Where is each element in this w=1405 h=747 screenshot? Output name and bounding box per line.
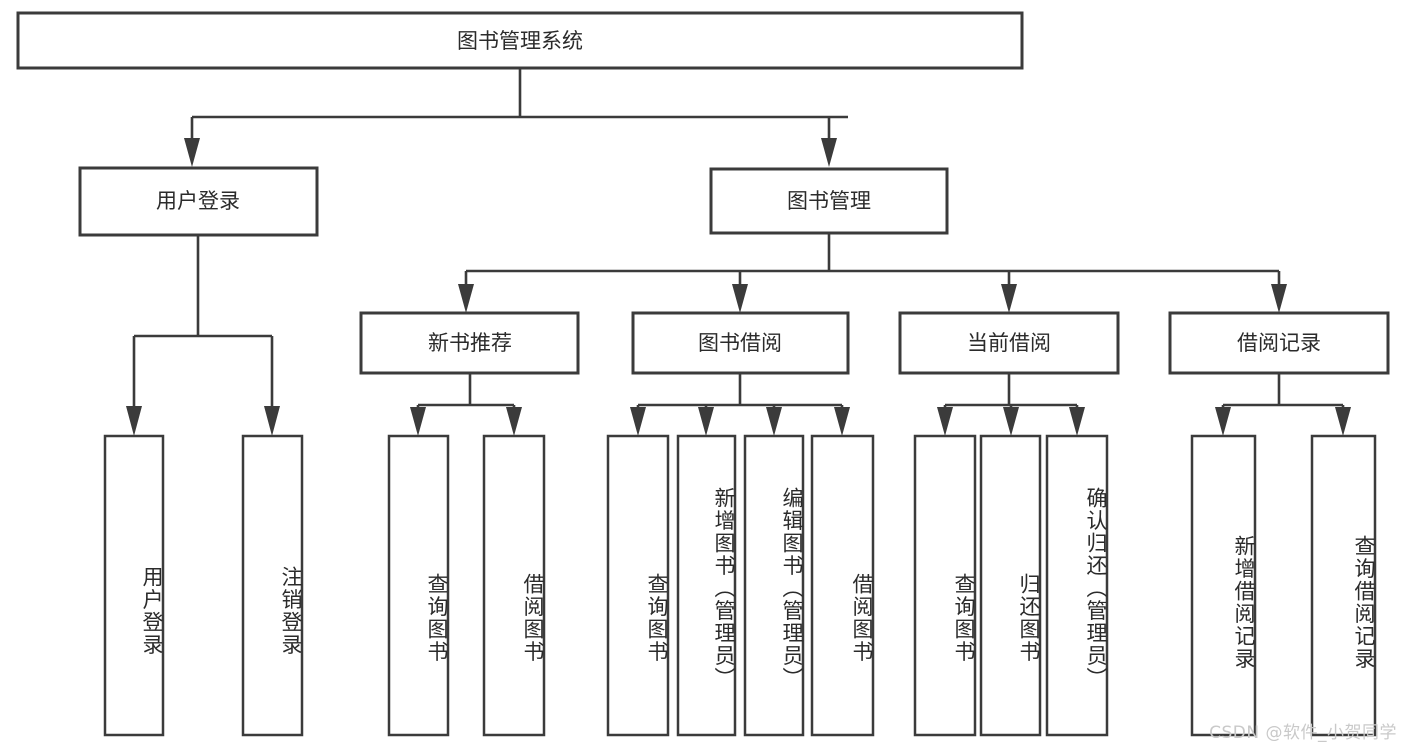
arrow-head-icon bbox=[698, 407, 714, 436]
node-borrow-record-label: 借阅记录 bbox=[1237, 331, 1321, 355]
connector-userlogin-to-leaves bbox=[126, 235, 280, 436]
node-new-book-recommend[interactable]: 新书推荐 bbox=[359, 311, 580, 375]
arrow-head-icon bbox=[1215, 407, 1231, 436]
arrow-head-icon bbox=[264, 406, 280, 436]
arrow-head-icon bbox=[458, 284, 474, 313]
connector-bookborrow-to-leaves bbox=[630, 373, 850, 436]
leaf-box-cb-query-book[interactable] bbox=[913, 434, 977, 737]
connector-root-to-level2 bbox=[184, 68, 848, 167]
leaf-box-br-add-record[interactable] bbox=[1190, 434, 1257, 737]
arrow-head-icon bbox=[1335, 407, 1351, 436]
node-book-borrow[interactable]: 图书借阅 bbox=[631, 311, 850, 375]
arrow-head-icon bbox=[1069, 407, 1085, 436]
arrow-head-icon bbox=[126, 406, 142, 436]
node-book-management[interactable]: 图书管理 bbox=[709, 167, 949, 235]
arrow-head-icon bbox=[1001, 284, 1017, 313]
arrow-head-icon bbox=[937, 407, 953, 436]
node-root-book-management-system[interactable]: 图书管理系统 bbox=[16, 11, 1024, 70]
node-book-management-label: 图书管理 bbox=[787, 189, 871, 213]
node-new-book-recommend-label: 新书推荐 bbox=[428, 331, 512, 355]
node-user-login[interactable]: 用户登录 bbox=[78, 166, 319, 237]
arrow-head-icon bbox=[630, 407, 646, 436]
leaf-box-cb-confirm-return-admin[interactable] bbox=[1045, 434, 1109, 737]
leaf-box-logout[interactable] bbox=[241, 434, 304, 737]
arrow-head-icon bbox=[506, 407, 522, 436]
node-current-borrow-label: 当前借阅 bbox=[967, 331, 1051, 355]
node-user-login-label: 用户登录 bbox=[156, 189, 240, 213]
arrow-head-icon bbox=[184, 138, 200, 167]
arrow-head-icon bbox=[834, 407, 850, 436]
leaf-box-bb-edit-book-admin[interactable] bbox=[743, 434, 805, 737]
leaf-box-bb-add-book-admin[interactable] bbox=[676, 434, 737, 737]
leaf-box-nbr-borrow-book[interactable] bbox=[482, 434, 546, 737]
arrow-head-icon bbox=[766, 407, 782, 436]
leaf-box-user-login[interactable] bbox=[103, 434, 165, 737]
node-root-label: 图书管理系统 bbox=[457, 29, 583, 53]
arrow-head-icon bbox=[410, 407, 426, 436]
arrow-head-icon bbox=[821, 138, 837, 167]
leaf-box-bb-query-book[interactable] bbox=[606, 434, 670, 737]
node-current-borrow[interactable]: 当前借阅 bbox=[898, 311, 1120, 375]
connector-borrowrecord-to-leaves bbox=[1215, 373, 1351, 436]
leaf-box-bb-borrow-book[interactable] bbox=[810, 434, 875, 737]
leaf-box-br-query-record[interactable] bbox=[1310, 434, 1377, 737]
arrow-head-icon bbox=[732, 284, 748, 313]
arrow-head-icon bbox=[1003, 407, 1019, 436]
leaf-box-cb-return-book[interactable] bbox=[979, 434, 1042, 737]
connector-bookmgmt-to-level3 bbox=[458, 233, 1287, 313]
watermark-text: CSDN @软件_小贺同学 bbox=[1209, 723, 1397, 743]
arrow-head-icon bbox=[1271, 284, 1287, 313]
node-book-borrow-label: 图书借阅 bbox=[698, 331, 782, 355]
connector-currentborrow-to-leaves bbox=[937, 373, 1085, 436]
leaf-box-nbr-query-book[interactable] bbox=[387, 434, 450, 737]
node-borrow-record[interactable]: 借阅记录 bbox=[1168, 311, 1390, 375]
connector-newbook-to-leaves bbox=[410, 373, 522, 436]
